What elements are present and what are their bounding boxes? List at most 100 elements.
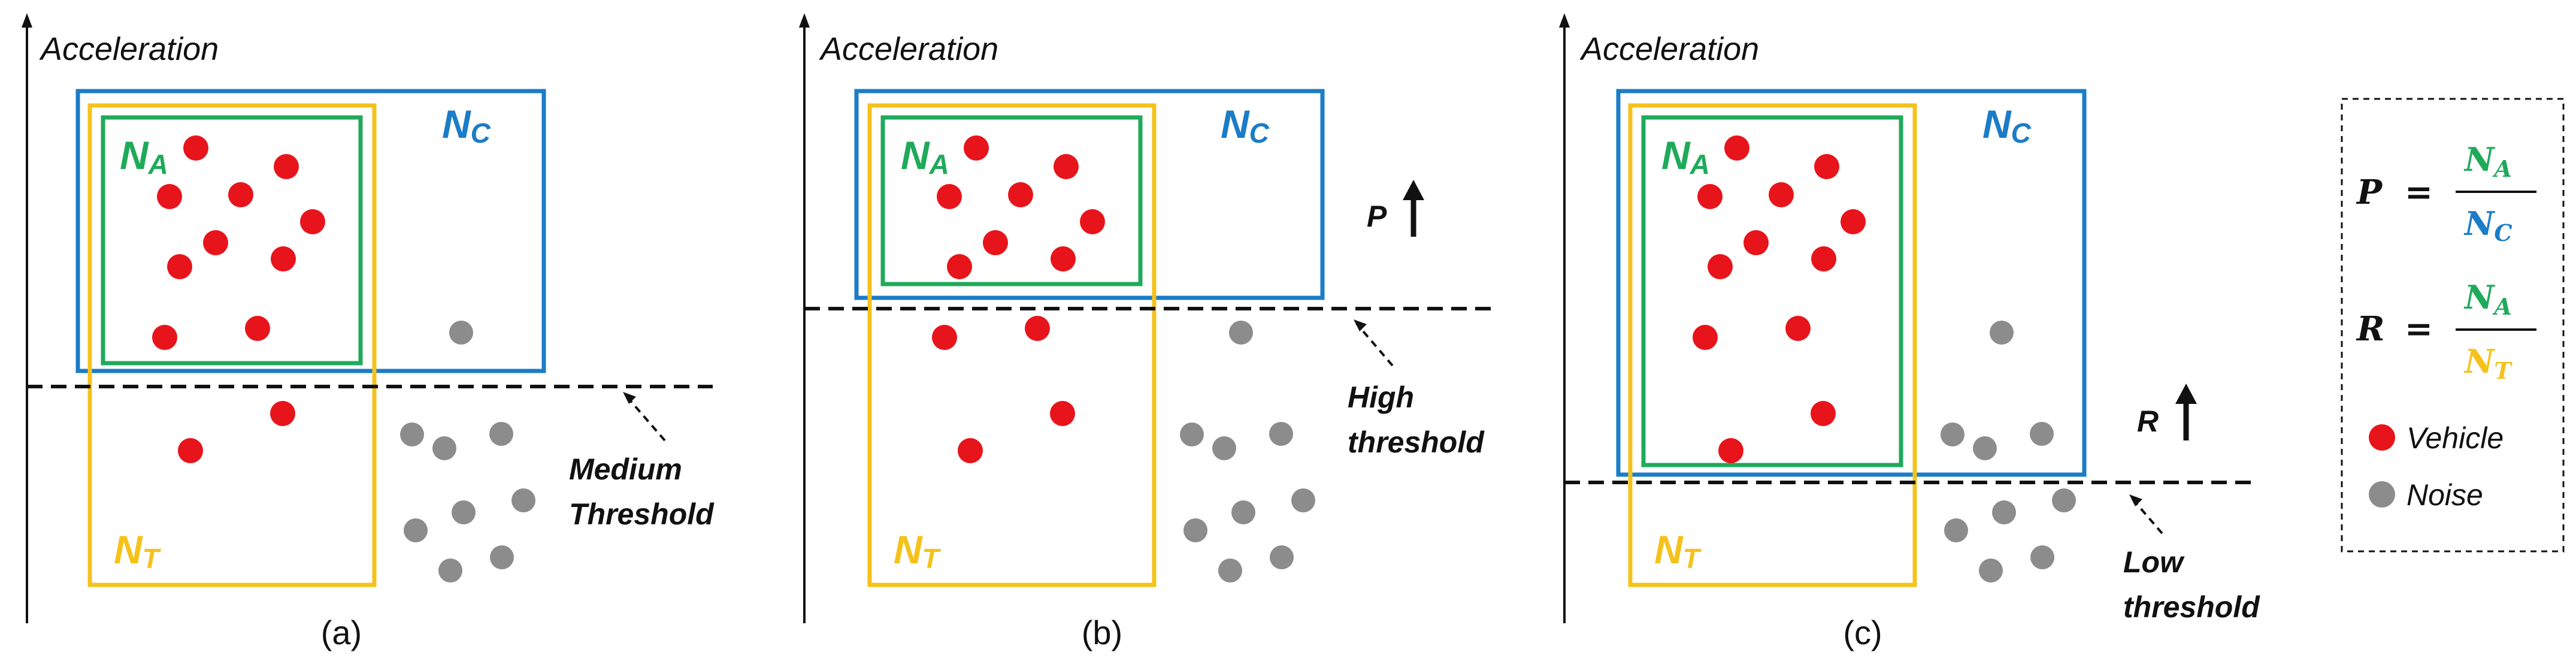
vehicle-dot	[157, 184, 182, 209]
vehicle-dot	[983, 230, 1008, 255]
vehicle-dots	[152, 135, 325, 463]
vehicle-dot	[958, 438, 983, 463]
nc-box	[75, 89, 546, 373]
nc-label: NC	[1221, 102, 1270, 149]
noise-dot	[1218, 559, 1242, 583]
nc-label: NC	[1982, 102, 2032, 149]
vehicle-dots	[1693, 135, 1866, 463]
vehicle-dot	[245, 316, 270, 341]
vehicle-dots	[932, 135, 1105, 463]
na-box	[880, 115, 1143, 286]
vehicle-dot	[1025, 316, 1050, 341]
noise-dot	[490, 545, 514, 569]
y-axis-arrowhead	[22, 13, 32, 28]
nt-box	[87, 103, 377, 587]
legend: P = NA NC R = NA NT Vehicle Noise	[2341, 98, 2565, 553]
threshold-pointer	[1355, 322, 1394, 367]
vehicle-dot	[1697, 184, 1723, 209]
threshold-label-line1: Medium	[569, 452, 682, 486]
axis-label: Acceleration	[39, 31, 219, 67]
vehicle-dot	[937, 184, 962, 209]
vehicle-dot	[1051, 246, 1076, 271]
vehicle-dot	[203, 230, 228, 255]
threshold-label-line2: threshold	[2123, 590, 2260, 624]
vehicle-dot	[964, 135, 989, 161]
vehicle-dot	[1054, 154, 1079, 179]
nc-box	[1616, 89, 2087, 477]
noise-dots	[400, 321, 535, 583]
noise-dot	[400, 422, 424, 446]
vehicle-dot	[947, 254, 972, 279]
noise-dot	[1291, 488, 1315, 512]
na-label: NA	[901, 133, 949, 180]
vehicle-dot	[183, 135, 208, 161]
vehicle-dot	[932, 325, 957, 350]
precision-up-arrow-head	[1403, 180, 1424, 200]
vehicle-dot	[274, 154, 299, 179]
recall-denominator: NT	[2463, 342, 2513, 384]
vehicle-dot	[1008, 182, 1033, 207]
panel-caption: (b)	[1082, 614, 1122, 651]
threshold-pointer-head	[1354, 319, 1367, 331]
legend-vehicle-label: Vehicle	[2407, 421, 2504, 455]
na-label: NA	[1661, 133, 1710, 180]
threshold-label-line1: Low	[2123, 545, 2185, 579]
nt-label: NT	[894, 527, 942, 574]
vehicle-dot	[1841, 209, 1866, 234]
legend-noise-swatch	[2369, 481, 2395, 508]
recall-up-arrow-head	[2175, 384, 2197, 404]
vehicle-dot	[300, 209, 325, 234]
noise-dot	[1992, 500, 2016, 524]
nc-label: NC	[442, 102, 491, 149]
legend-box	[2341, 98, 2565, 553]
noise-dot	[1269, 422, 1293, 446]
precision-denominator: NC	[2463, 204, 2513, 246]
vehicle-dot	[1769, 182, 1794, 207]
recall-lhs: R	[2356, 309, 2385, 349]
noise-dot	[1231, 500, 1255, 524]
threshold-pointer-head	[623, 392, 636, 404]
vehicle-dot	[1785, 316, 1811, 341]
vehicle-dot	[1743, 230, 1769, 255]
y-axis-arrowhead	[1559, 13, 1570, 28]
panel-a: Acceleration NA NC NT Medium Threshold	[22, 13, 715, 651]
noise-dot	[1979, 559, 2003, 583]
panel-caption: (c)	[1843, 614, 1882, 651]
noise-dot	[1180, 422, 1204, 446]
nt-label: NT	[1654, 527, 1702, 574]
vehicle-dot	[1708, 254, 1733, 279]
legend-vehicle-swatch	[2369, 424, 2395, 451]
vehicle-dot	[152, 325, 177, 350]
precision-lhs: P	[2356, 173, 2383, 212]
vehicle-dot	[1693, 325, 1718, 350]
vehicle-dot	[1050, 401, 1075, 426]
threshold-pointer	[625, 394, 666, 442]
recall-numerator: NA	[2463, 278, 2512, 320]
noise-dot	[489, 422, 513, 446]
legend-noise-label: Noise	[2407, 478, 2483, 512]
noise-dot	[1973, 436, 1997, 460]
threshold-label-line2: Threshold	[569, 497, 715, 531]
nt-label: NT	[114, 527, 162, 574]
vehicle-dot	[178, 438, 203, 463]
na-box	[101, 115, 363, 366]
noise-dot	[2030, 545, 2054, 569]
noise-dot	[1944, 518, 1968, 542]
panel-c: Acceleration NA NC NT R Low threshold	[1559, 13, 2260, 651]
noise-dot	[1183, 518, 1207, 542]
noise-dots	[1180, 321, 1315, 583]
vehicle-dot	[1811, 246, 1836, 271]
threshold-label-line1: High	[1348, 381, 1414, 414]
noise-dot	[404, 518, 428, 542]
noise-dot	[1229, 321, 1253, 345]
vehicle-dot	[1811, 401, 1836, 426]
noise-dot	[511, 488, 535, 512]
recall-indicator: R	[2137, 405, 2159, 438]
noise-dot	[449, 321, 473, 345]
precision-eq: =	[2405, 173, 2433, 212]
panel-b: Acceleration NA NC NT P High threshold	[799, 13, 1491, 651]
noise-dot	[1270, 545, 1294, 569]
noise-dot	[1941, 422, 1964, 446]
